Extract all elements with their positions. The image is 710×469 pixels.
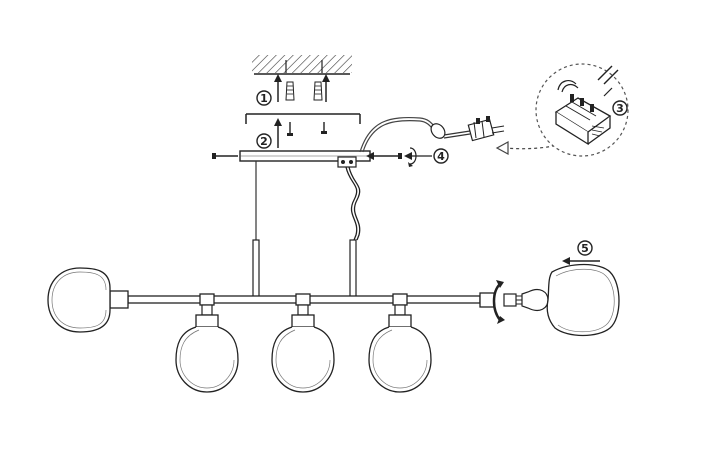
arrow-up-icon	[274, 74, 282, 102]
step-4-side-screw: 4	[366, 147, 449, 167]
screw-icon	[321, 122, 327, 134]
hanging-globe-2	[271, 304, 335, 393]
step-5-badge	[577, 240, 593, 256]
step-2-screws: 2	[256, 118, 327, 149]
globe-shade-icon	[368, 326, 432, 393]
step-5-number: 5	[581, 242, 589, 255]
step-4-number: 4	[437, 150, 445, 163]
hanging-globe-1	[175, 304, 239, 393]
globe-shade-icon	[546, 263, 620, 337]
globe-shade-icon	[175, 326, 239, 393]
detached-globe	[546, 263, 620, 337]
detail-arrow	[495, 139, 573, 156]
ceiling-hatch-icon	[252, 55, 352, 73]
globe-shade-icon	[47, 267, 111, 333]
arrow-up-icon	[322, 74, 330, 102]
screw-icon	[287, 122, 293, 136]
terminal-block-icon	[467, 116, 505, 142]
hanging-globe-3	[368, 304, 432, 393]
arrow-up-icon	[274, 118, 282, 148]
right-bulb-assembly	[492, 280, 549, 324]
wall-anchor-icon	[313, 81, 323, 101]
step-1-badge	[256, 90, 272, 106]
main-rod	[109, 290, 495, 309]
step-2-badge	[256, 133, 272, 149]
plate-connector	[337, 156, 357, 168]
group-bracket	[245, 113, 361, 124]
step-3-number: 3	[616, 102, 624, 115]
step-2-number: 2	[260, 135, 268, 148]
step-5-indicator: 5	[562, 240, 600, 265]
wall-anchor-icon	[285, 81, 295, 101]
step-3-detail: 3	[535, 63, 629, 157]
globe-shade-icon	[271, 326, 335, 393]
screw-icon	[212, 153, 238, 159]
supply-cable	[359, 116, 505, 153]
suspension-cables	[252, 161, 361, 299]
step-4-badge	[433, 148, 449, 164]
step-3-badge	[612, 100, 628, 116]
bulb-icon	[521, 288, 549, 312]
step-1-number: 1	[260, 92, 268, 105]
step-1-anchors: 1	[256, 60, 330, 106]
ceiling	[252, 55, 352, 75]
canopy-plate	[212, 150, 371, 168]
terminal-block-icon	[554, 94, 612, 146]
